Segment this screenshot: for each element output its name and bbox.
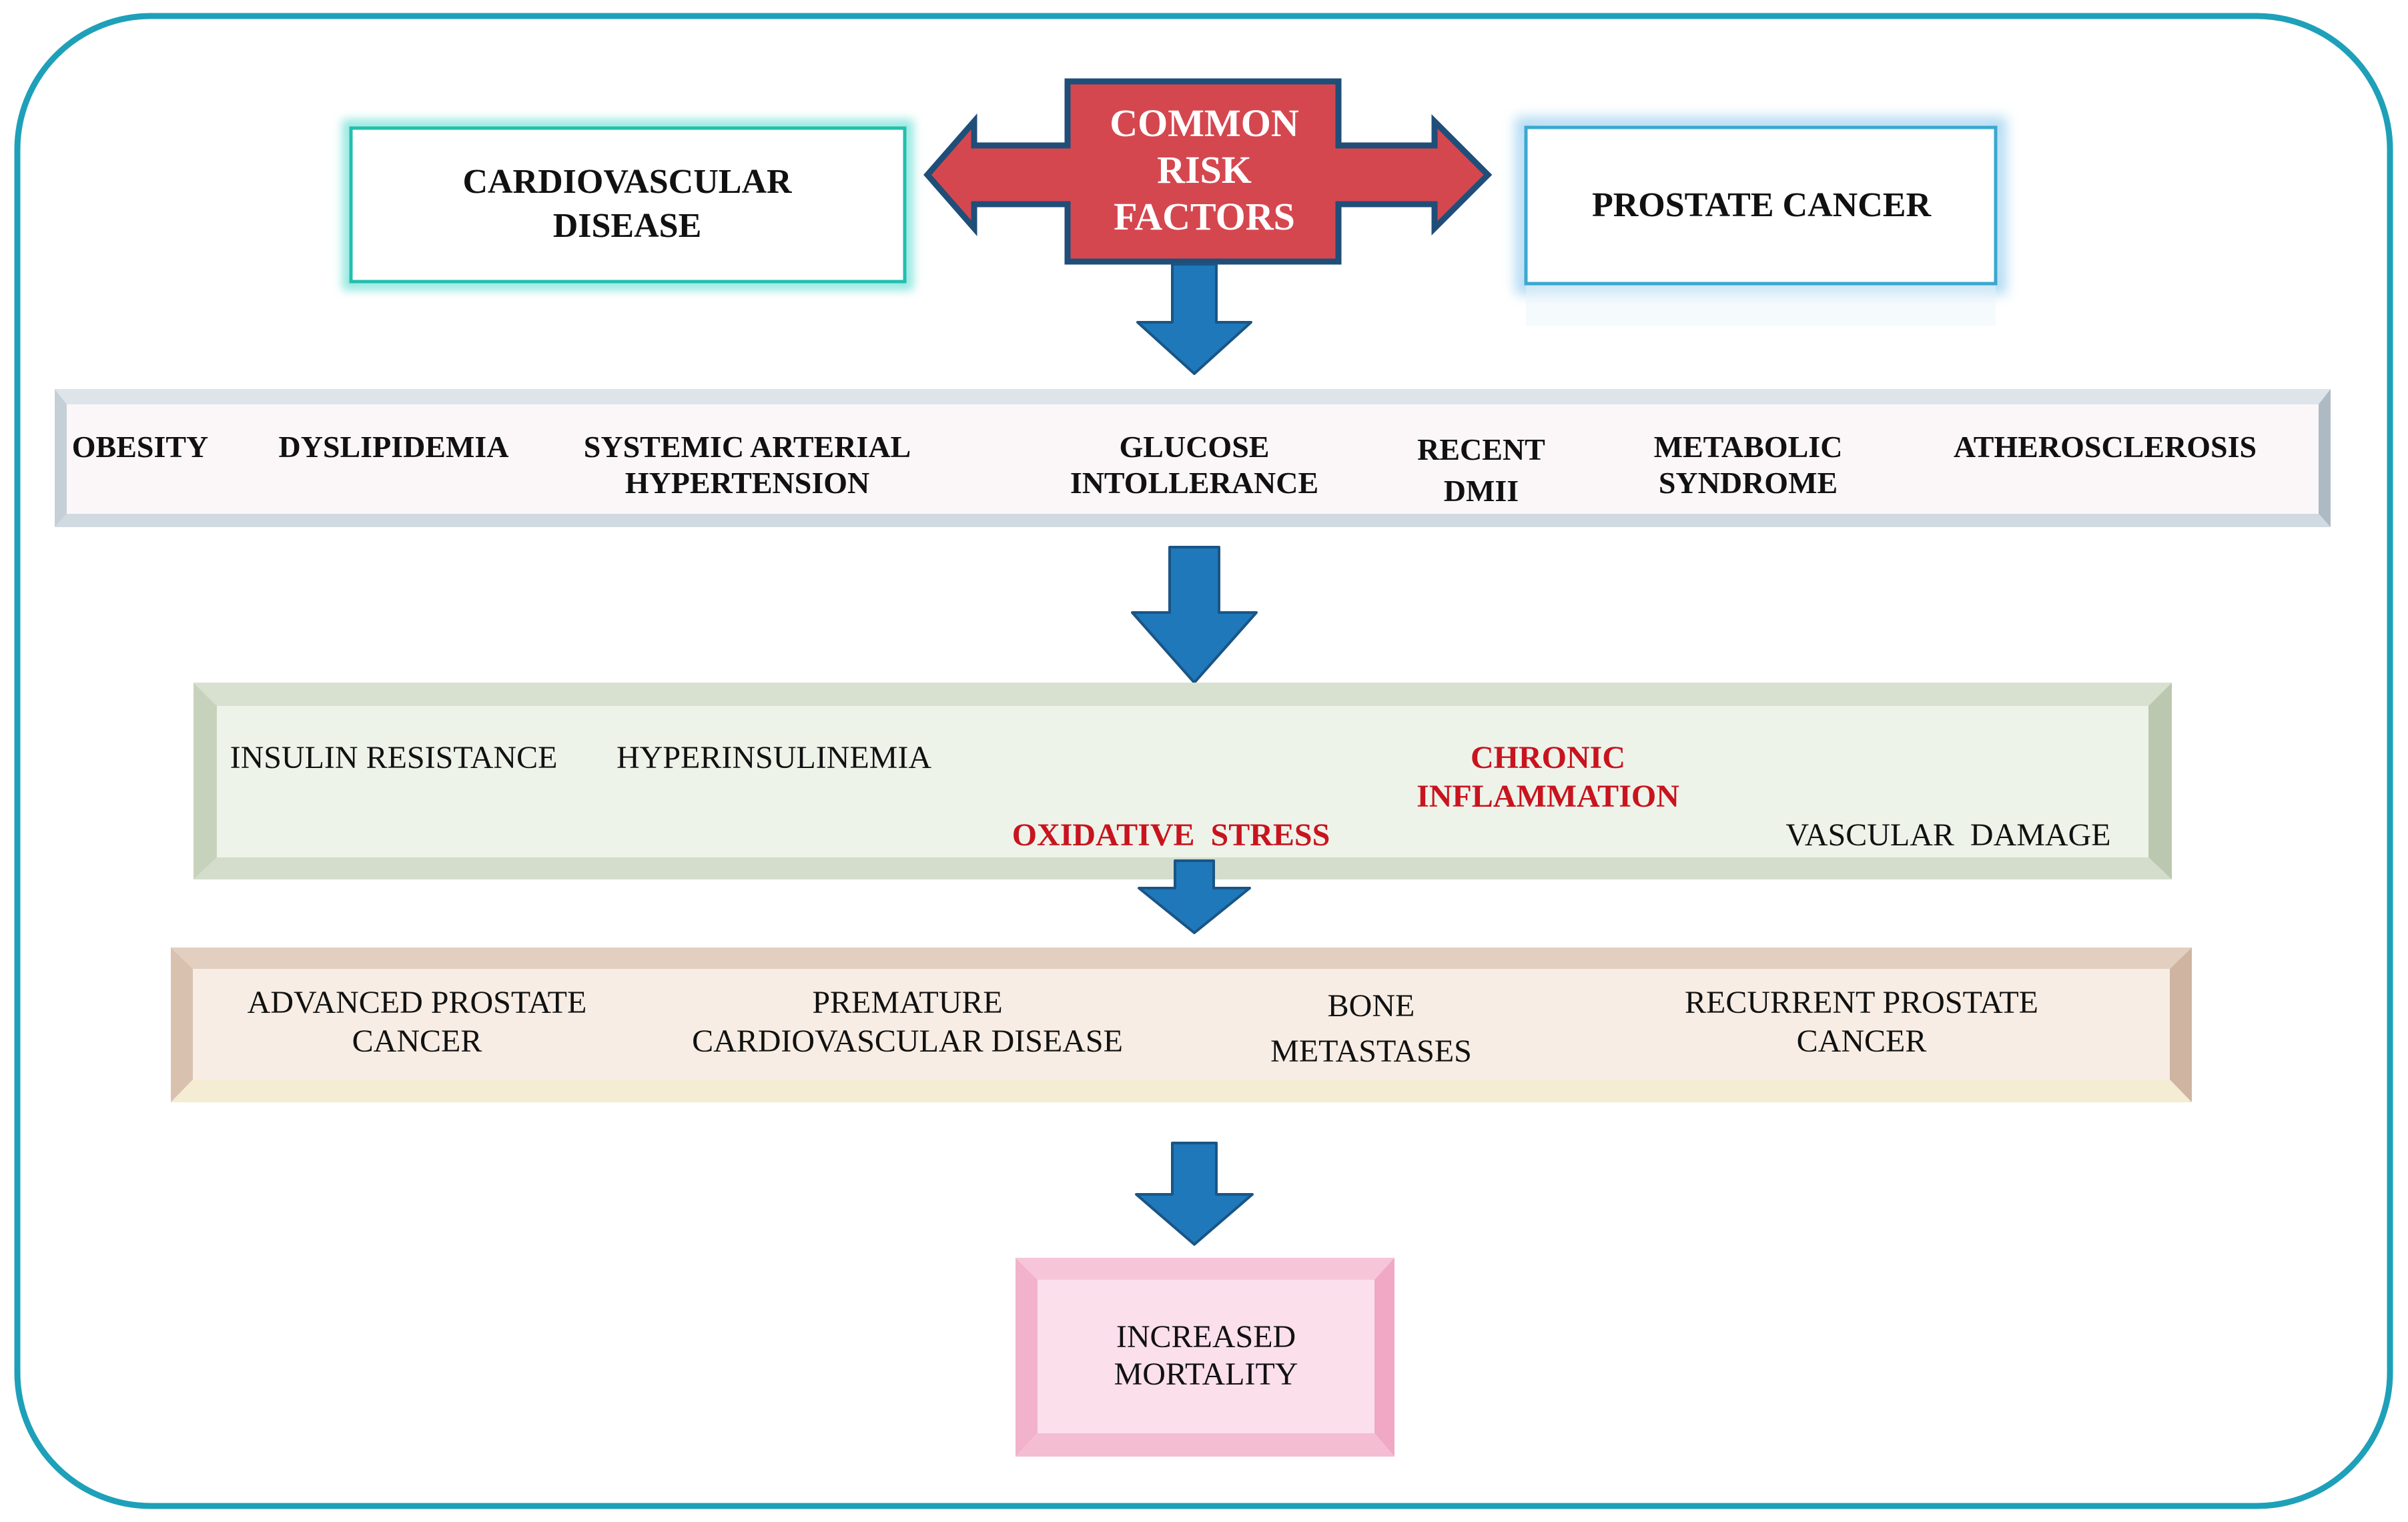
mechanism-oxidative-stress: OXIDATIVE STRESS xyxy=(987,739,1354,932)
mechanism-line: INSULIN RESISTANCE xyxy=(230,740,558,775)
outcome-line: CANCER xyxy=(352,1024,482,1059)
risk-factor-line: OBESITY xyxy=(71,430,209,464)
risk-factor-line: GLUCOSE xyxy=(1119,430,1270,464)
cardiovascular-disease-label: CARDIOVASCULAR DISEASE xyxy=(374,160,881,248)
mechanism-chronic-inflammation: CHRONIC INFLAMMATION xyxy=(1388,739,1708,816)
mechanism-insulin-resistance: INSULIN RESISTANCE xyxy=(214,739,574,777)
risk-factor-hypertension: SYSTEMIC ARTERIAL HYPERTENSION xyxy=(560,429,934,501)
risk-factor-dmii: RECENT DMII xyxy=(1394,429,1568,512)
outcome-premature-cvd: PREMATURE CARDIOVASCULAR DISEASE xyxy=(667,984,1148,1061)
outcome-line: RECURRENT PROSTATE xyxy=(1684,985,2038,1020)
mechanism-line: HYPERINSULINEMIA xyxy=(617,740,931,775)
outcome-line: METASTASES xyxy=(1270,1034,1472,1069)
outcome-line: PREMATURE xyxy=(812,985,1003,1020)
common-risk-factors-shape xyxy=(923,78,1493,265)
outcome-bone-metastases: BONE METASTASES xyxy=(1221,984,1521,1074)
risk-factor-metabolic: METABOLIC SYNDROME xyxy=(1615,429,1882,501)
risk-factors-band xyxy=(55,389,2331,527)
mechanisms-band xyxy=(193,683,2172,879)
outcome-line: CARDIOVASCULAR DISEASE xyxy=(692,1024,1123,1059)
risk-factor-line: ATHEROSCLEROSIS xyxy=(1953,430,2257,464)
risk-factor-line: RECENT xyxy=(1417,432,1545,466)
mechanism-hyperinsulinemia: HYPERINSULINEMIA xyxy=(594,739,954,777)
outcome-advanced-prostate-cancer: ADVANCED PROSTATE CANCER xyxy=(214,984,621,1061)
down-arrow-3 xyxy=(1138,859,1251,934)
down-arrow-4 xyxy=(1135,1142,1254,1246)
outcome-recurrent-prostate-cancer: RECURRENT PROSTATE CANCER xyxy=(1628,984,2095,1061)
mortality-line: INCREASED xyxy=(1116,1319,1296,1355)
mechanism-line: INFLAMMATION xyxy=(1417,779,1679,814)
outcome-line: ADVANCED PROSTATE xyxy=(247,985,587,1020)
cvd-line-2: DISEASE xyxy=(552,207,702,245)
common-risk-factors-label: COMMON RISK FACTORS xyxy=(1074,100,1334,240)
risk-factor-line: SYSTEMIC ARTERIAL xyxy=(583,430,911,464)
mechanism-vascular-damage: VASCULAR DAMAGE xyxy=(1761,739,2135,932)
prostate-cancer-label: PROSTATE CANCER xyxy=(1591,186,1931,224)
risk-factor-line: SYNDROME xyxy=(1658,466,1838,500)
down-arrow-1 xyxy=(1136,263,1252,375)
common-line-3: FACTORS xyxy=(1114,195,1295,238)
prostate-cancer-box xyxy=(1515,117,2006,326)
common-line-1: COMMON xyxy=(1110,101,1299,145)
mortality-box xyxy=(1016,1258,1394,1457)
mortality-line: MORTALITY xyxy=(1114,1357,1298,1392)
down-arrow-2 xyxy=(1131,546,1258,684)
risk-factor-line: DMII xyxy=(1443,474,1519,508)
cvd-line-1: CARDIOVASCULAR xyxy=(462,163,792,201)
risk-factor-atherosclerosis: ATHEROSCLEROSIS xyxy=(1922,429,2289,465)
risk-factor-line: HYPERTENSION xyxy=(625,466,870,500)
mechanism-line: CHRONIC xyxy=(1470,740,1625,775)
risk-factor-glucose: GLUCOSE INTOLLERANCE xyxy=(1041,429,1348,501)
outcome-line: CANCER xyxy=(1796,1024,1927,1059)
mechanism-line: VASCULAR DAMAGE xyxy=(1785,817,2111,853)
risk-factor-dyslipidemia: DYSLIPIDEMIA xyxy=(260,429,527,465)
common-line-2: RISK xyxy=(1157,148,1252,192)
risk-factor-obesity: OBESITY xyxy=(67,429,214,465)
outcome-line: BONE xyxy=(1327,988,1415,1024)
cardiovascular-box xyxy=(342,119,913,290)
increased-mortality-label: INCREASED MORTALITY xyxy=(1041,1318,1371,1393)
risk-factor-line: INTOLLERANCE xyxy=(1070,466,1319,500)
risk-factor-line: DYSLIPIDEMIA xyxy=(278,430,509,464)
mechanism-line: OXIDATIVE STRESS xyxy=(1012,817,1330,853)
outcomes-band xyxy=(171,947,2192,1102)
risk-factor-line: METABOLIC xyxy=(1653,430,1843,464)
